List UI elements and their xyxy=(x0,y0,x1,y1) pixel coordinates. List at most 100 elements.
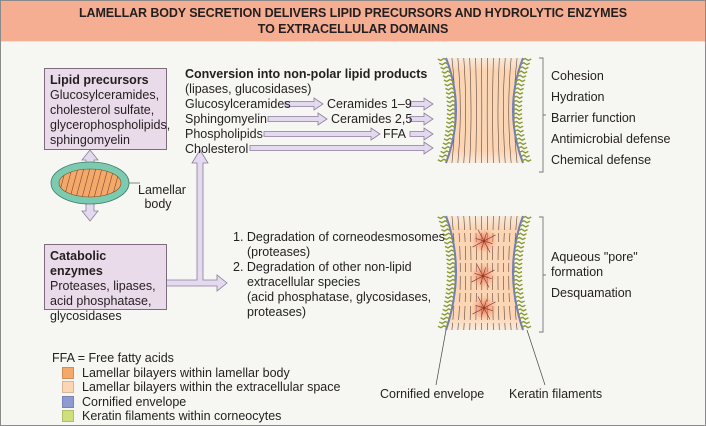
legend-label: Cornified envelope xyxy=(82,394,187,409)
keratin-filament xyxy=(441,145,452,150)
degradation-line: extracellular species xyxy=(247,275,361,289)
bilayer-stripe xyxy=(87,169,97,197)
bottom-functions-list: Aqueous "pore" formation Desquamation xyxy=(551,250,638,301)
keratin-filament xyxy=(442,74,453,79)
keratin-filament xyxy=(513,124,524,129)
keratin-filament xyxy=(513,120,523,125)
conversion-to-1: Ceramides 2,5 xyxy=(331,112,413,126)
keratin-filament xyxy=(442,141,453,146)
figure-title: LAMELLAR BODY SECRETION DELIVERS LIPID P… xyxy=(1,1,705,42)
keratin-filament xyxy=(445,124,456,129)
catabolic-enzymes-box: Catabolic enzymes Proteases, lipases, ac… xyxy=(44,244,167,323)
keratin-filament xyxy=(514,133,525,137)
legend-abbreviation: FFA = Free fatty acids xyxy=(52,351,174,365)
legend-item: Cornified envelope xyxy=(52,395,340,410)
lipid-precursor-item: cholesterol sulfate, xyxy=(50,103,155,117)
keratin-filament xyxy=(513,282,523,287)
cornified-envelope-right-bottom xyxy=(512,215,524,331)
keratin-filament xyxy=(441,70,452,74)
arrow-ffa xyxy=(409,127,434,141)
keratin-filament xyxy=(516,236,526,241)
keratin-filament xyxy=(518,312,528,316)
keratin-filament xyxy=(443,137,454,142)
keratin-filament xyxy=(513,91,524,95)
conversion-from-3: Cholesterol xyxy=(185,142,249,156)
conversion-to-0: Ceramides 1–9 xyxy=(327,97,412,111)
degradation-list: 1. Degradation of corneodesmosomes (prot… xyxy=(233,230,445,320)
keratin-filament xyxy=(445,129,455,133)
catabolic-connector-arrow xyxy=(165,149,228,292)
keratin-filament xyxy=(514,249,524,253)
bilayer-stripe xyxy=(93,169,103,197)
legend-item: Lamellar bilayers within the extracellul… xyxy=(52,380,340,395)
callout-line-cornified-envelope xyxy=(435,329,447,386)
keratin-filament xyxy=(517,70,528,74)
keratin-filament xyxy=(519,150,529,154)
function-item: Hydration xyxy=(551,90,605,104)
keratin-filament xyxy=(446,274,457,279)
bracket-bottom xyxy=(539,216,546,333)
keratin-filament xyxy=(512,270,523,274)
lamellar-body-label: Lamellar body xyxy=(138,183,186,211)
keratin-filaments-top xyxy=(437,57,532,163)
function-item: Chemical defense xyxy=(551,153,652,167)
keratin-filament xyxy=(512,116,523,121)
function-item: Desquamation xyxy=(551,286,632,300)
keratin-filament xyxy=(515,299,525,304)
bilayer-line xyxy=(492,215,494,331)
keratin-filament xyxy=(512,266,523,270)
conversion-to-2: FFA xyxy=(383,127,406,141)
keratin-filament xyxy=(516,303,526,308)
bilayer-line xyxy=(457,215,461,331)
conversion-from-1: Sphingomyelin xyxy=(185,112,267,126)
bilayer-stripe xyxy=(81,169,91,197)
keratin-filament xyxy=(516,74,527,79)
keratin-filament xyxy=(446,112,457,116)
keratin-filament xyxy=(443,78,454,83)
catabolic-enzymes-title: Catabolic enzymes xyxy=(50,249,107,278)
keratin-filament xyxy=(443,240,454,245)
bilayer-stripe xyxy=(69,169,79,197)
keratin-filament xyxy=(514,129,524,133)
degradation-line: proteases) xyxy=(247,305,307,319)
legend-label: Lamellar bilayers within the extracellul… xyxy=(82,380,341,394)
legend-swatch-keratin xyxy=(62,410,74,423)
aqueous-pores xyxy=(470,228,497,321)
keratin-filament xyxy=(446,116,457,121)
arrow-sphingomyelin xyxy=(267,112,328,126)
bilayer-line xyxy=(451,215,456,331)
keratin-filament xyxy=(438,320,449,325)
keratin-filament xyxy=(517,145,528,150)
keratin-filament xyxy=(512,274,523,279)
keratin-filament xyxy=(518,228,528,232)
extracellular-domain-top xyxy=(437,57,532,164)
keratin-filament xyxy=(520,61,531,66)
keratin-filament xyxy=(444,133,455,137)
keratin-filament xyxy=(515,82,525,87)
bilayer-line xyxy=(513,215,518,331)
keratin-filament xyxy=(512,103,523,108)
keratin-filament xyxy=(512,108,523,112)
keratin-filament xyxy=(521,324,532,329)
keratin-filament xyxy=(442,232,452,237)
keratin-filament xyxy=(445,253,456,258)
keratin-filaments-bottom xyxy=(437,215,532,329)
conversion-from-2: Phospholipids xyxy=(185,127,263,141)
keratin-filament xyxy=(519,66,529,70)
keratin-filament xyxy=(513,287,524,291)
aqueous-pore xyxy=(470,263,496,289)
bilayer-line xyxy=(503,57,506,164)
keratin-filament xyxy=(445,249,455,253)
keratin-filament xyxy=(441,228,451,232)
keratin-filament xyxy=(442,308,453,312)
legend-label: Lamellar bilayers within lamellar body xyxy=(82,365,290,380)
keratin-filament xyxy=(519,224,529,228)
extracellular-domain-bottom xyxy=(437,215,532,331)
bilayer-line xyxy=(508,57,512,164)
keratin-filament xyxy=(446,261,457,266)
lipid-precursors-box: Lipid precursors Glucosylceramides, chol… xyxy=(44,68,170,150)
keratin-filament xyxy=(516,308,527,312)
bilayer-stripe xyxy=(75,169,85,197)
catabolic-enzyme-item: acid phosphatase, xyxy=(50,294,152,308)
bilayer-line xyxy=(497,215,500,331)
